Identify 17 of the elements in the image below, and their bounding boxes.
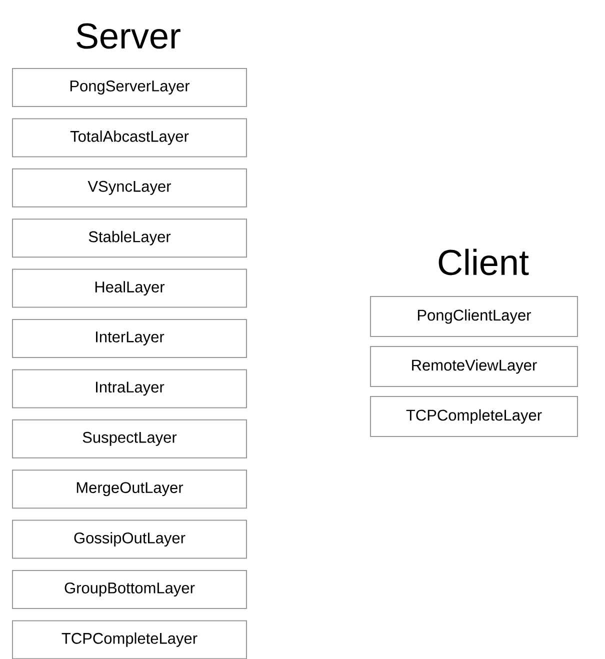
layer-box: GroupBottomLayer <box>12 570 247 609</box>
column-heading: Client <box>438 248 529 276</box>
layer-box: TCPCompleteLayer <box>370 396 578 437</box>
layer-box: SuspectLayer <box>12 419 247 458</box>
layer-box: GossipOutLayer <box>12 520 247 559</box>
layer-box: InterLayer <box>12 319 247 358</box>
layer-box: PongServerLayer <box>12 68 247 107</box>
layer-box: HealLayer <box>12 268 247 308</box>
layer-box: IntraLayer <box>12 369 247 408</box>
layer-box: VSyncLayer <box>12 168 247 208</box>
layer-box: MergeOutLayer <box>12 470 247 509</box>
layer-box: StableLayer <box>12 218 247 258</box>
layer-box: TCPCompleteLayer <box>12 620 247 659</box>
layer-box: PongClientLayer <box>370 296 578 337</box>
layer-box: RemoteViewLayer <box>370 346 578 387</box>
layer-box: TotalAbcastLayer <box>12 118 247 158</box>
column-heading: Server <box>76 23 180 49</box>
